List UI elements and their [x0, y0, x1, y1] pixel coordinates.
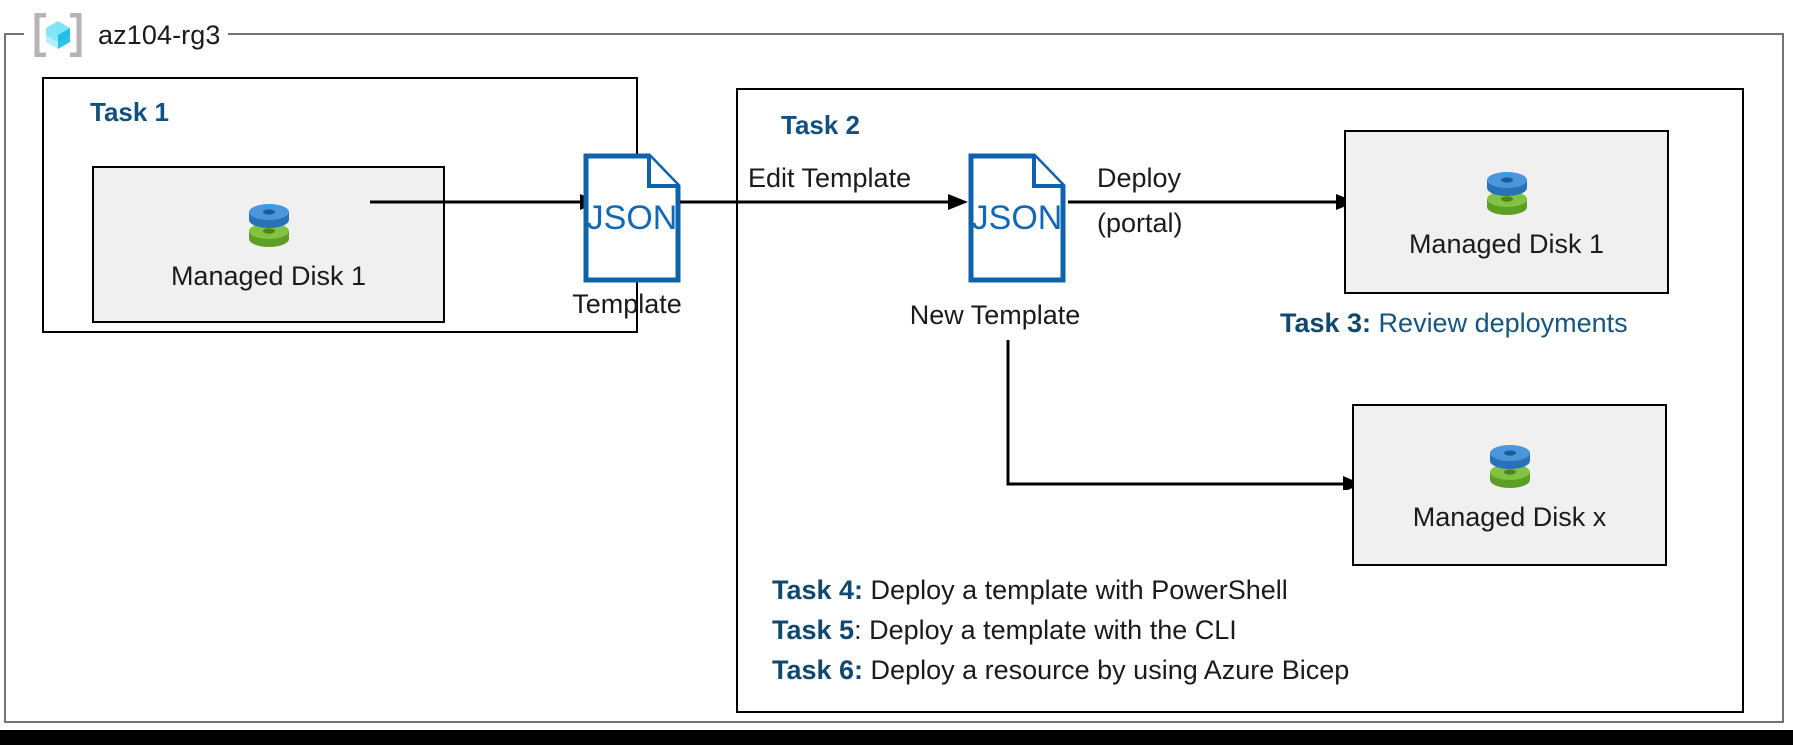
note-task-3: Task 3: Review deployments: [1280, 308, 1628, 339]
resource-group-frame: [4, 33, 1784, 723]
json-template-icon-2: JSON: [968, 153, 1066, 288]
managed-disk-icon: [241, 197, 297, 253]
svg-text:JSON: JSON: [972, 199, 1063, 237]
note-task-6-text: Deploy a resource by using Azure Bicep: [863, 655, 1350, 685]
resource-box-managed-disk-x: Managed Disk x: [1352, 404, 1667, 566]
note-task-6: Task 6: Deploy a resource by using Azure…: [772, 655, 1349, 686]
note-task-6-key: Task 6:: [772, 655, 864, 685]
note-task-5: Task 5: Deploy a template with the CLI: [772, 615, 1237, 646]
resource-label: Managed Disk 1: [170, 261, 367, 291]
resource-group-cube-icon: [32, 12, 84, 58]
task-2-title: Task 2: [781, 110, 861, 140]
resource-label: Managed Disk 1: [1408, 228, 1605, 259]
task-2-container: [736, 88, 1744, 713]
edit-template-label: Edit Template: [748, 163, 912, 193]
note-task-4-key: Task 4:: [772, 575, 864, 605]
json-template-icon-1: JSON: [583, 153, 681, 288]
connector-disk-to-template: [370, 194, 598, 210]
resource-group-name: az104-rg3: [98, 19, 221, 50]
resource-box-managed-disk-1: Managed Disk 1: [92, 166, 445, 323]
managed-disk-icon: [1482, 438, 1538, 494]
note-task-4: Task 4: Deploy a template with PowerShel…: [772, 575, 1288, 606]
note-task-5-text: : Deploy a template with the CLI: [854, 615, 1237, 645]
note-task-5-key: Task 5: [772, 615, 855, 645]
managed-disk-icon: [1479, 165, 1535, 221]
task-1-title: Task 1: [90, 97, 170, 127]
resource-group-title: az104-rg3: [24, 12, 229, 58]
deploy-label: Deploy: [1097, 163, 1182, 193]
resource-box-managed-disk-1-deployed: Managed Disk 1: [1344, 130, 1669, 294]
deploy-portal-sublabel: (portal): [1097, 208, 1183, 238]
connector-deploy-disk-x: [1006, 340, 1362, 490]
template-caption: Template: [572, 289, 682, 319]
connector-edit-template: [680, 194, 968, 210]
svg-text:JSON: JSON: [587, 199, 678, 237]
note-task-4-text: Deploy a template with PowerShell: [863, 575, 1288, 605]
note-task-3-key: Task 3:: [1280, 308, 1372, 338]
new-template-caption: New Template: [909, 300, 1081, 330]
resource-label: Managed Disk x: [1412, 501, 1607, 532]
note-task-3-text: Review deployments: [1371, 308, 1628, 338]
bottom-strip: [0, 730, 1793, 745]
